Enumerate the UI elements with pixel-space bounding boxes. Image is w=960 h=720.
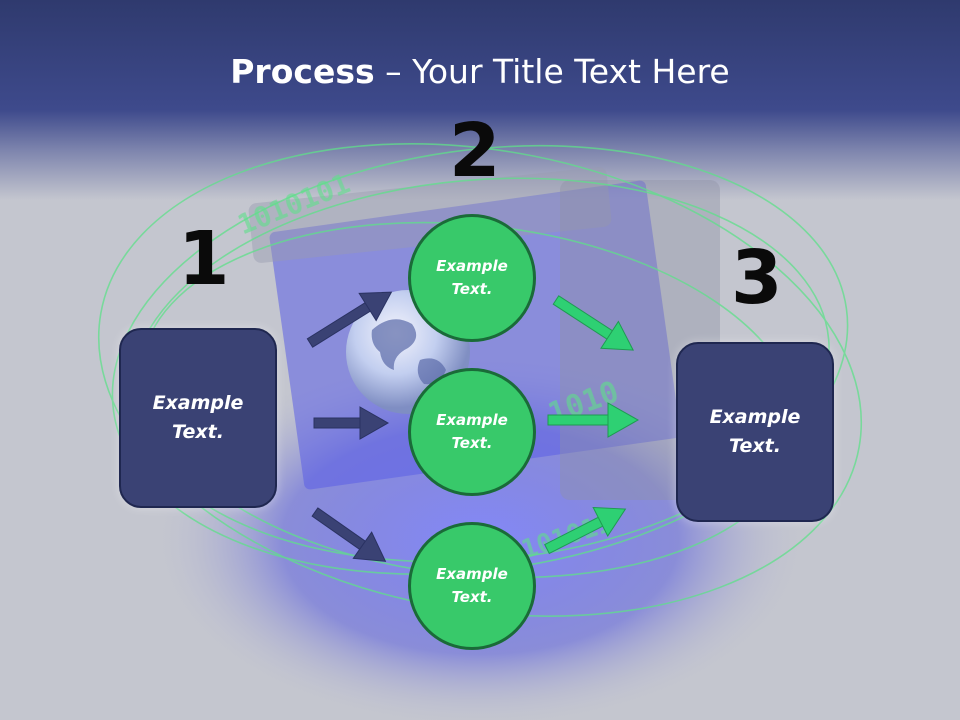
arrow-box1-to-bottom <box>311 507 387 562</box>
step-1-box: Example Text. <box>119 328 277 508</box>
step-2-circle-top: Example Text. <box>408 214 536 342</box>
step-2-circle-bottom: Example Text. <box>408 522 536 650</box>
arrow-box1-to-middle <box>313 406 390 440</box>
arrow-top-to-box3 <box>552 295 635 351</box>
arrow-middle-to-box3 <box>547 402 640 438</box>
page-title: Process – Your Title Text Here <box>0 52 960 91</box>
arrow-box1-to-top <box>306 291 393 348</box>
globe-continents <box>371 319 446 385</box>
step-2-circle-middle: Example Text. <box>408 368 536 496</box>
arrow-bottom-to-box3 <box>544 506 627 555</box>
circle-top-text: Example Text. <box>436 257 508 298</box>
laptop-body-shape <box>248 167 612 263</box>
step-number-1: 1 <box>178 216 230 302</box>
circle-bottom-text: Example Text. <box>436 565 508 606</box>
circle-middle-text: Example Text. <box>436 411 508 452</box>
step-1-text: Example Text. <box>152 392 244 443</box>
step-3-box: Example Text. <box>676 342 834 522</box>
step-number-3: 3 <box>731 235 783 321</box>
title-bold: Process <box>230 52 375 91</box>
header-band <box>0 0 960 200</box>
step-3-text: Example Text. <box>709 406 801 457</box>
step-number-2: 2 <box>449 108 501 194</box>
title-rest: – Your Title Text Here <box>374 52 730 91</box>
